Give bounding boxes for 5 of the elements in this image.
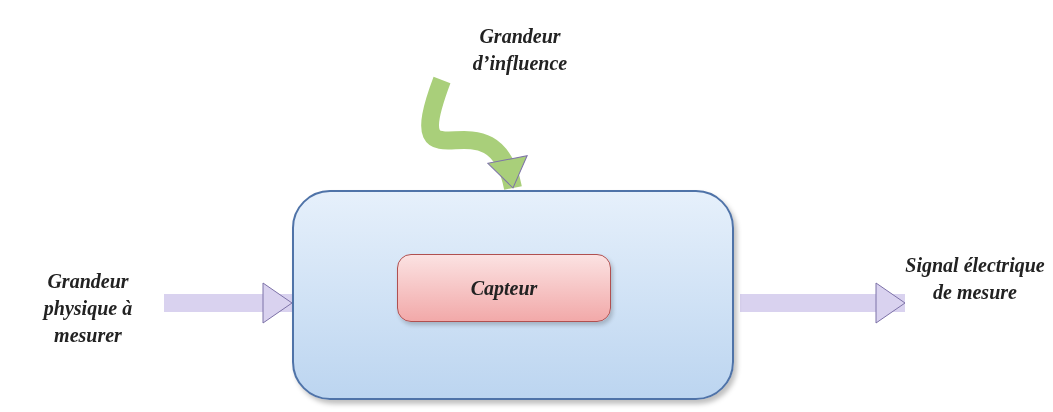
system-box [292,190,734,400]
sensor-box: Capteur [397,254,611,322]
output-label: Signal électrique de mesure [905,253,1045,305]
influence-label: Grandeur d’influence [471,24,569,77]
input-label: Grandeur physique à mesurer [41,268,134,348]
